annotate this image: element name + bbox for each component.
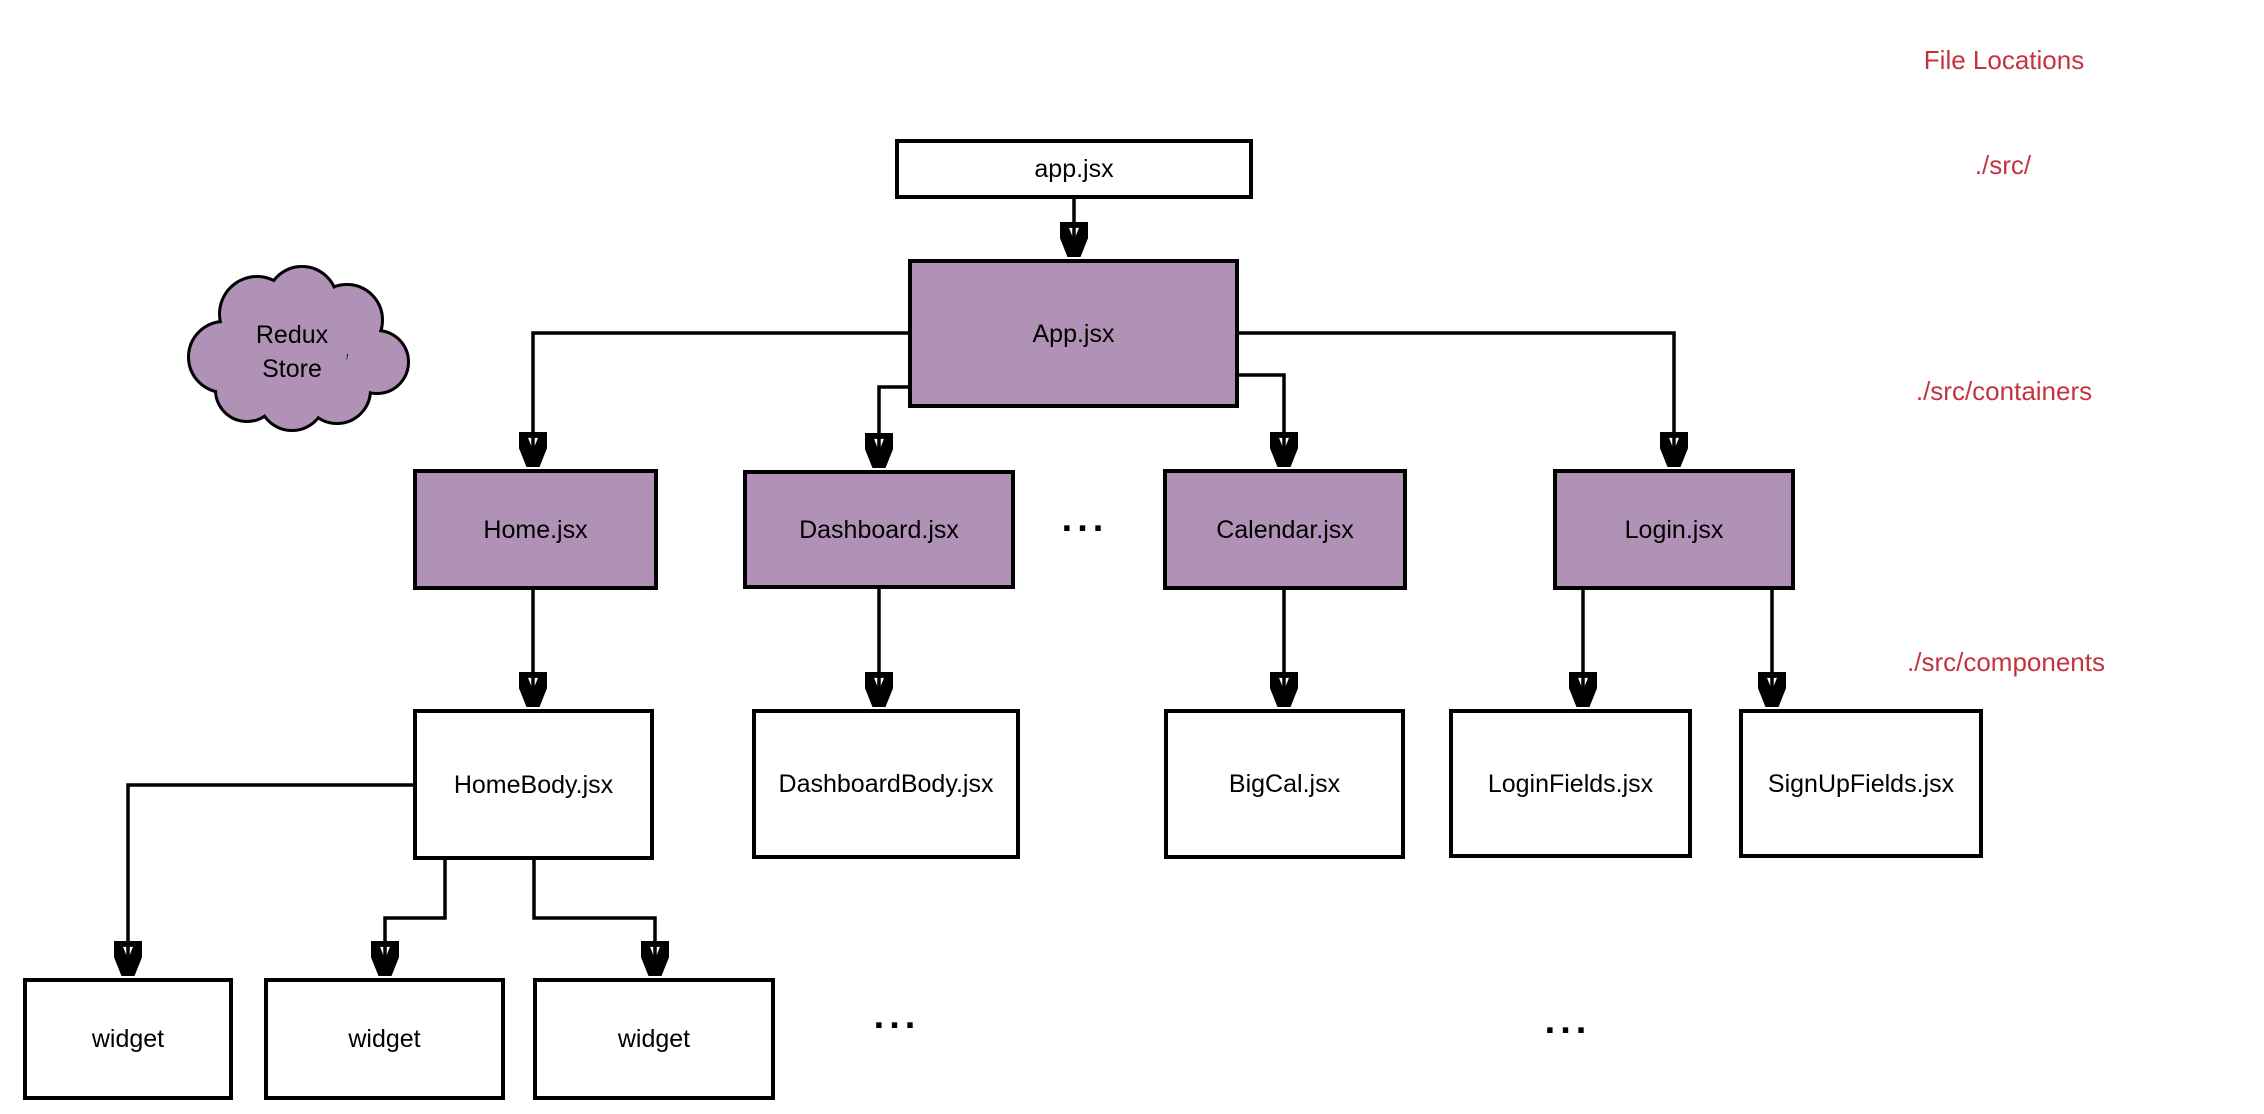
node-calendar: Calendar.jsx <box>1163 469 1407 590</box>
node-calendar-label: Calendar.jsx <box>1216 515 1354 544</box>
node-dashboard: Dashboard.jsx <box>743 470 1015 589</box>
edge-app-to-login <box>1239 331 1674 465</box>
node-app-container-label: App.jsx <box>1032 319 1115 348</box>
file-location-containers: ./src/containers <box>1915 376 2093 406</box>
node-widget-1: widget <box>23 978 233 1100</box>
redux-store-label-line1: Redux <box>255 321 329 349</box>
redux-store-label-line2: Store <box>262 355 322 383</box>
node-loginfields: LoginFields.jsx <box>1449 709 1692 858</box>
node-signupfields: SignUpFields.jsx <box>1739 709 1983 858</box>
edge-homebody-to-widget2 <box>385 860 447 974</box>
node-app-file: app.jsx <box>895 139 1253 199</box>
node-app-container: App.jsx <box>908 259 1239 408</box>
node-home-label: Home.jsx <box>483 515 588 544</box>
node-signupfields-label: SignUpFields.jsx <box>1767 769 1955 798</box>
node-loginfields-label: LoginFields.jsx <box>1487 769 1654 798</box>
node-widget-2-label: widget <box>348 1025 421 1053</box>
node-bigcal-label: BigCal.jsx <box>1228 770 1341 798</box>
node-widget-1-label: widget <box>91 1025 165 1053</box>
node-widget-3: widget <box>533 978 775 1100</box>
node-dashboardbody: DashboardBody.jsx <box>752 709 1020 859</box>
edge-homebody-to-widget1 <box>128 783 413 974</box>
node-dashboardbody-label: DashboardBody.jsx <box>778 770 994 798</box>
redux-store-label: Redux Store <box>172 318 412 386</box>
ellipsis-containers-row: ... <box>1061 498 1109 540</box>
edge-app-to-calendar <box>1239 373 1284 465</box>
node-homebody-label: HomeBody.jsx <box>453 770 614 799</box>
node-login: Login.jsx <box>1553 469 1795 590</box>
node-dashboard-label: Dashboard.jsx <box>799 515 959 544</box>
node-widget-2: widget <box>264 978 505 1100</box>
file-locations-heading: File Locations <box>1923 45 2085 75</box>
edge-app-to-home <box>533 331 908 465</box>
node-login-label: Login.jsx <box>1624 515 1724 544</box>
edge-homebody-to-widget3 <box>532 860 655 974</box>
file-location-src: ./src/ <box>1974 150 2032 180</box>
node-homebody: HomeBody.jsx <box>413 709 654 860</box>
node-home: Home.jsx <box>413 469 658 590</box>
node-app-file-label: app.jsx <box>1034 155 1114 183</box>
node-widget-3-label: widget <box>617 1025 691 1053</box>
redux-store-cloud <box>187 265 410 432</box>
edge-app-to-dashboard <box>879 385 908 466</box>
ellipsis-components-row: ... <box>1544 1000 1592 1042</box>
file-location-components: ./src/components <box>1907 647 2105 677</box>
ellipsis-widgets-row: ... <box>873 995 921 1037</box>
node-bigcal: BigCal.jsx <box>1164 709 1405 859</box>
